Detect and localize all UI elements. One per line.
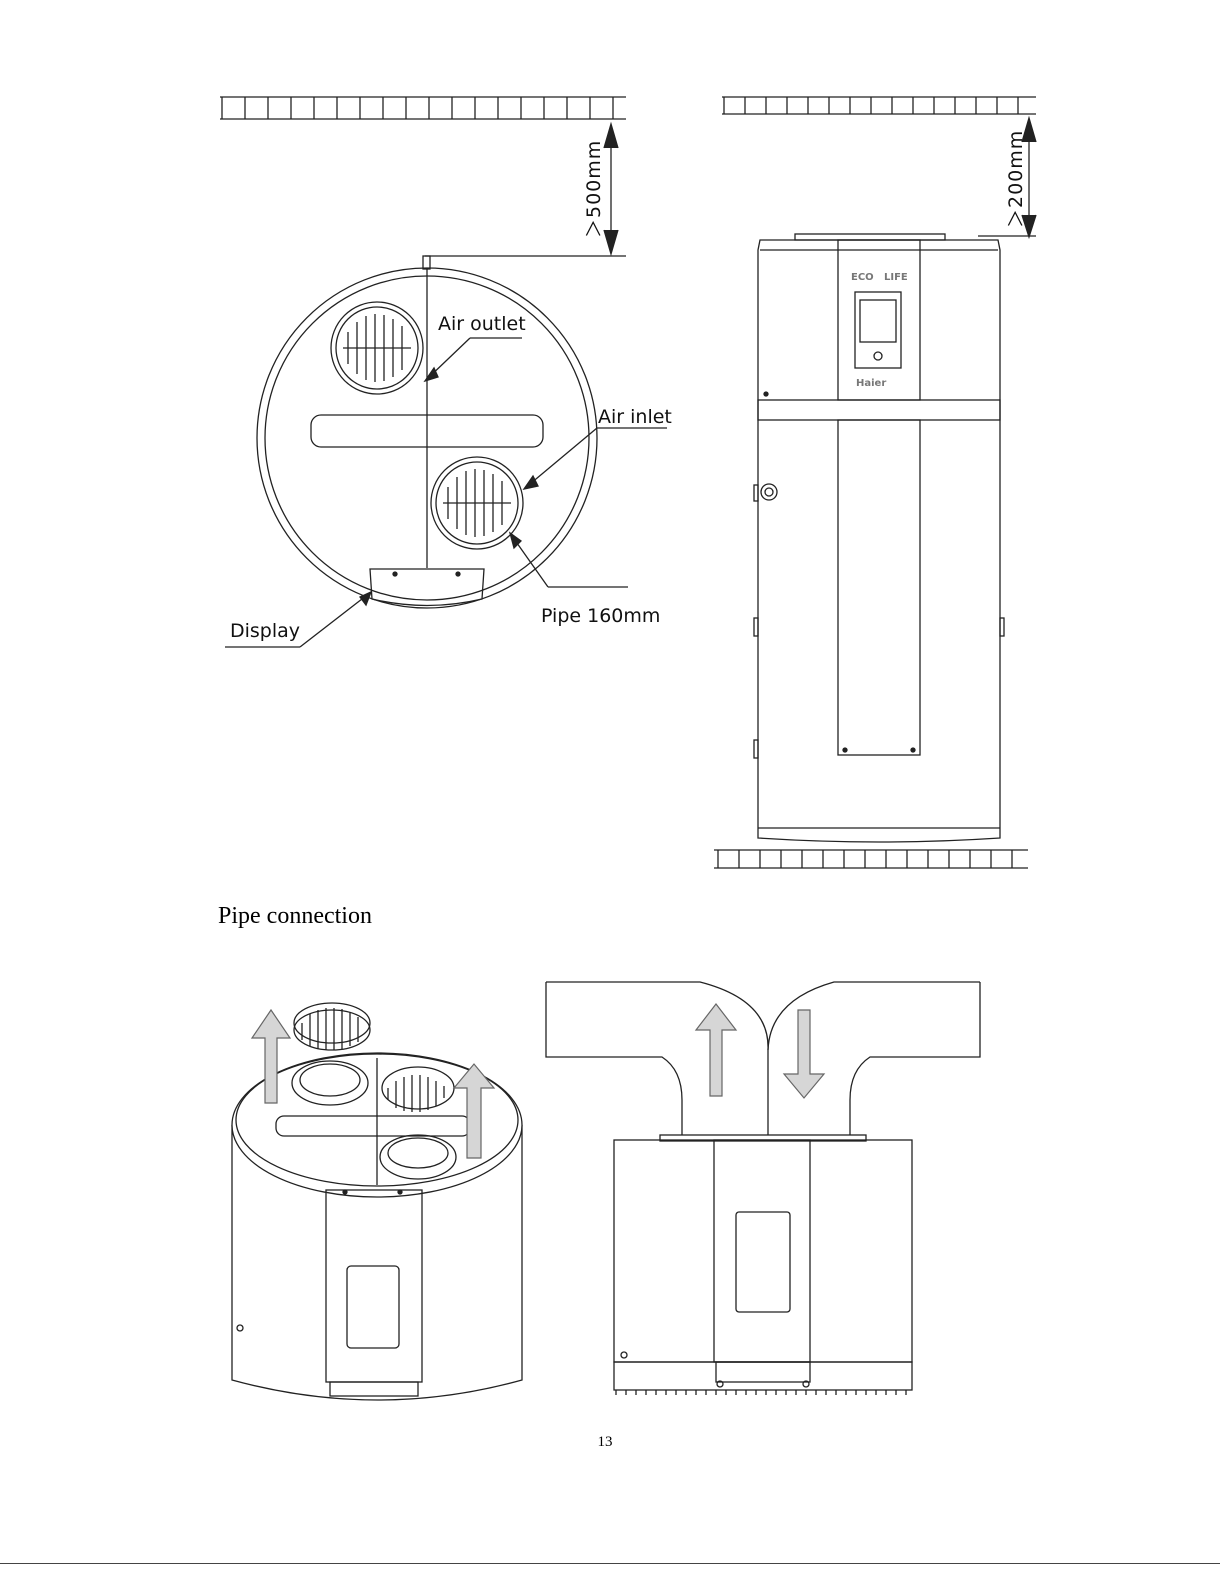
- exhaust-arrow-icon: [696, 1004, 736, 1096]
- intake-arrow-icon: [784, 1010, 824, 1098]
- footer-rule: [0, 1563, 1220, 1564]
- pipe-connection-figure: [0, 0, 1220, 1420]
- page-number: 13: [0, 1434, 1210, 1451]
